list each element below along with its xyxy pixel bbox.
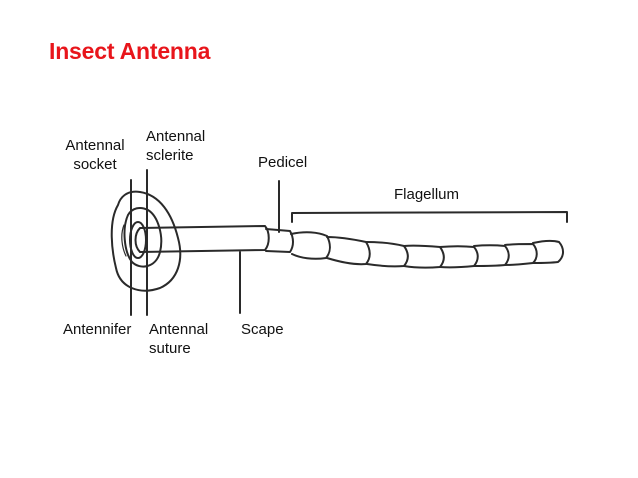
- socket-outer-outline: [110, 190, 182, 292]
- flagellum-bracket: [291, 211, 568, 223]
- label-antennal-socket: Antennal socket: [65, 137, 125, 173]
- label-flagellum: Flagellum: [394, 186, 460, 203]
- page-title: Insect Antenna: [49, 38, 211, 64]
- label-antennal-sclerite: Antennal sclerite: [146, 128, 206, 164]
- flagellomere-1: [290, 231, 331, 260]
- pedicel-segment: [265, 228, 294, 253]
- flagellomere-6: [473, 244, 510, 267]
- socket-texture: [121, 224, 127, 257]
- flagellomere-7: [504, 243, 538, 266]
- label-antennifer: Antennifer: [63, 321, 132, 338]
- flagellomere-3: [365, 241, 409, 268]
- flagellomere-5: [439, 245, 479, 269]
- scape-segment: [134, 225, 270, 253]
- label-antennal-suture: Antennal suture: [149, 321, 209, 357]
- label-pedicel: Pedicel: [258, 154, 308, 171]
- flagellomere-4: [403, 244, 445, 269]
- flagellomere-8: [532, 239, 564, 264]
- label-scape: Scape: [241, 321, 284, 338]
- flagellomere-2: [326, 236, 371, 266]
